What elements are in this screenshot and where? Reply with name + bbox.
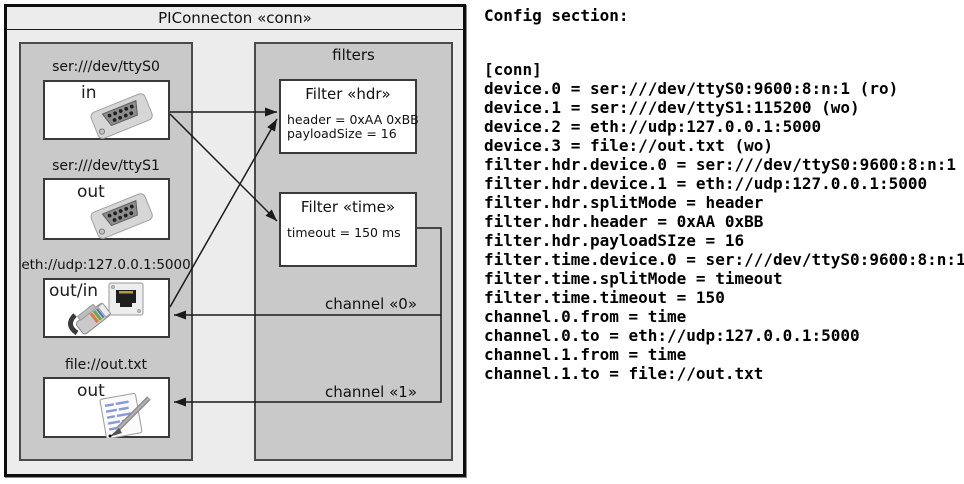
- filter-hdr-param-header: header = 0xAA 0xBB: [287, 112, 419, 127]
- filter-time-title: Filter «time»: [300, 198, 396, 216]
- diagram-title: PIConnecton «conn»: [7, 7, 463, 30]
- device-label-ttyS0: ser:///dev/ttyS0: [52, 59, 160, 75]
- device-direction: out: [77, 381, 105, 401]
- channel-1-label: channel «1»: [324, 383, 417, 401]
- ethernet-icon: [68, 282, 144, 336]
- config-section-heading: Config section:: [484, 6, 629, 25]
- device-direction: in: [81, 83, 97, 103]
- filter-time-param-timeout: timeout = 150 ms: [287, 225, 401, 240]
- filter-hdr-param-payloadsize: payloadSize = 16: [287, 126, 397, 141]
- filter-box-time: Filter «time» timeout = 150 ms: [279, 192, 417, 267]
- device-label-file: file://out.txt: [64, 357, 148, 373]
- filter-time-params: timeout = 150 ms: [287, 226, 413, 240]
- device-box-file: out: [43, 377, 170, 438]
- ethernet-plug-icon: [68, 302, 112, 336]
- device-box-ttyS0: in: [43, 80, 170, 140]
- filter-hdr-title: Filter «hdr»: [305, 85, 391, 103]
- ethernet-port-icon: [108, 282, 144, 316]
- device-box-eth: out/in: [43, 278, 170, 338]
- device-box-ttyS1: out: [43, 178, 170, 240]
- channel-0-label: channel «0»: [324, 295, 417, 313]
- filters-panel-title: filters: [332, 46, 375, 64]
- serial-connector-icon: [90, 193, 153, 239]
- device-direction: out: [77, 182, 105, 202]
- device-direction: out/in: [49, 281, 99, 301]
- pencil-icon: [108, 396, 151, 438]
- device-label-eth: eth://udp:127.0.0.1:5000: [21, 257, 191, 273]
- config-section-body: [conn] device.0 = ser:///dev/ttyS0:9600:…: [484, 60, 964, 383]
- device-label-ttyS1: ser:///dev/ttyS1: [52, 158, 160, 174]
- notepad-icon: [99, 392, 151, 438]
- serial-connector-icon: [90, 93, 153, 139]
